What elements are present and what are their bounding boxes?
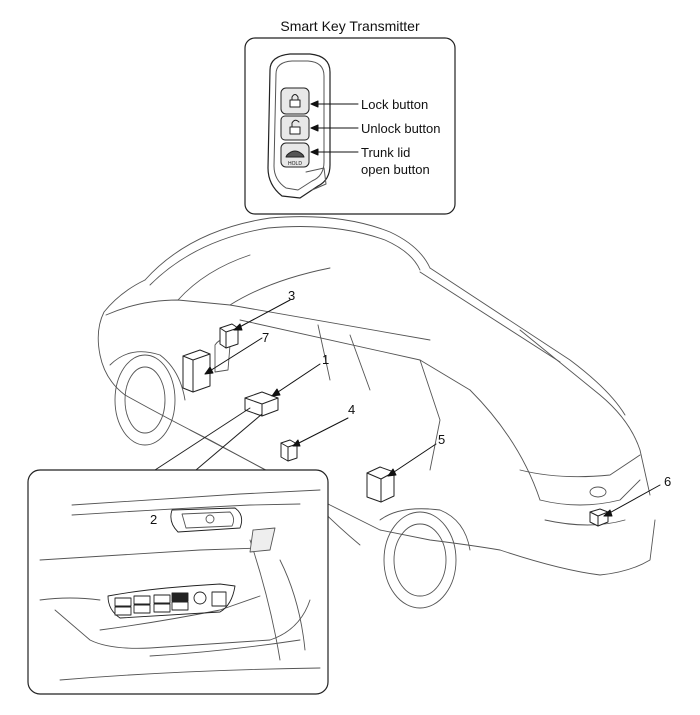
component-5-box bbox=[366, 466, 395, 503]
component-6-box bbox=[589, 508, 609, 527]
part-number-4: 4 bbox=[348, 402, 356, 417]
vehicle-line-art bbox=[97, 216, 656, 609]
part-number-3: 3 bbox=[288, 288, 296, 303]
part-number-7: 7 bbox=[262, 330, 270, 345]
door-panel-line-art bbox=[39, 489, 321, 681]
lock-button-label: Lock button bbox=[361, 97, 429, 112]
part-number-2: 2 bbox=[150, 512, 158, 527]
smart-key-inset-frame bbox=[244, 37, 456, 215]
door-panel-inset-frame bbox=[27, 469, 329, 695]
component-4-box bbox=[280, 439, 298, 462]
unlock-button-label: Unlock button bbox=[361, 121, 441, 136]
part-number-6: 6 bbox=[664, 474, 672, 489]
transmitter-leader-lines bbox=[310, 100, 359, 156]
component-3-box bbox=[219, 323, 239, 349]
part-number-5: 5 bbox=[438, 432, 446, 447]
smart-key-title: Smart Key Transmitter bbox=[280, 18, 420, 34]
component-2-switch bbox=[171, 592, 189, 602]
smart-key-fob bbox=[267, 53, 331, 199]
part-number-1: 1 bbox=[322, 352, 330, 367]
trunk-button-label-line1: Trunk lid bbox=[361, 145, 411, 160]
zoom-connector-lines bbox=[154, 407, 263, 471]
trunk-button-label-line2: open button bbox=[361, 162, 430, 177]
component-7-box bbox=[182, 349, 211, 393]
hold-label: HOLD bbox=[288, 161, 302, 167]
